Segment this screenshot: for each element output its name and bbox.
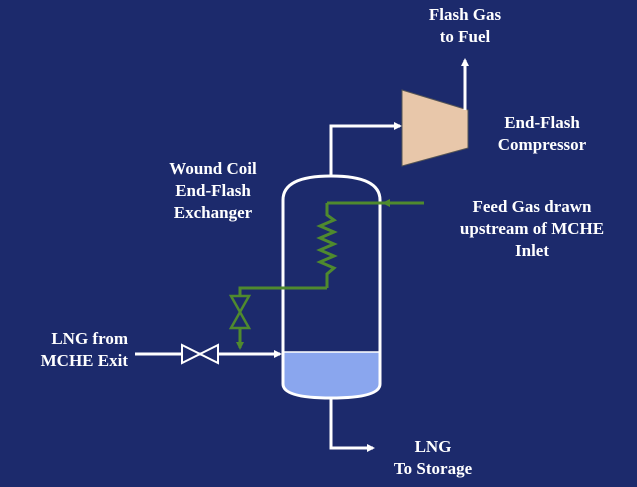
- exchanger-label-line1: Wound Coil: [169, 159, 257, 178]
- compressor-label-line2: Compressor: [497, 135, 587, 154]
- compressor-label-line1: End-Flash: [504, 113, 580, 132]
- vessel-liquid: [283, 352, 380, 398]
- lng-storage-label-line2: To Storage: [393, 459, 473, 478]
- exchanger-label: Wound Coil End-Flash Exchanger: [150, 158, 276, 224]
- lng-storage-label-line1: LNG: [414, 437, 452, 456]
- feed-gas-valve: [228, 294, 252, 330]
- feed-gas-label-line1: Feed Gas drawn: [472, 197, 592, 216]
- compressor-label: End-Flash Compressor: [478, 112, 606, 156]
- flash-gas-label: Flash Gas to Fuel: [418, 4, 512, 48]
- flash-gas-label-line2: to Fuel: [439, 27, 491, 46]
- end-flash-compressor: [401, 89, 469, 167]
- flash-gas-label-line1: Flash Gas: [428, 5, 502, 24]
- lng-inlet-valve: [181, 343, 219, 365]
- exchanger-label-line3: Exchanger: [173, 203, 253, 222]
- feed-gas-label-line2: upstream of MCHE: [459, 219, 605, 238]
- feed-gas-label-line3: Inlet: [515, 241, 549, 260]
- lng-inlet-label-line2: MCHE Exit: [40, 351, 128, 370]
- lng-inlet-label: LNG from MCHE Exit: [4, 328, 128, 372]
- flash-gas-line: [329, 122, 402, 176]
- wound-coil: [316, 203, 338, 288]
- lng-inlet-label-line1: LNG from: [51, 329, 128, 348]
- exchanger-vessel: [281, 174, 382, 400]
- lng-to-storage-line: [329, 398, 375, 452]
- exchanger-label-line2: End-Flash: [175, 181, 251, 200]
- feed-gas-outlet-line: [238, 286, 327, 296]
- lng-storage-label: LNG To Storage: [380, 436, 486, 480]
- feed-gas-label: Feed Gas drawn upstream of MCHE Inlet: [434, 196, 630, 262]
